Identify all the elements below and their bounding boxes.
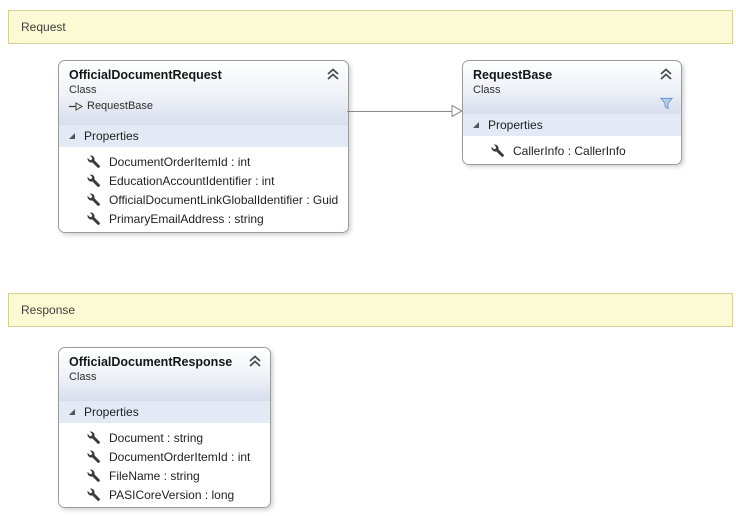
wrench-icon (87, 193, 100, 206)
expander-triangle-icon[interactable] (473, 122, 479, 128)
wrench-icon (87, 431, 100, 444)
section-banner-label: Response (21, 303, 76, 317)
properties-compartment-header[interactable]: Properties (59, 401, 270, 423)
property-row[interactable]: FileName : string (59, 466, 270, 485)
property-row[interactable]: Document : string (59, 428, 270, 447)
property-row[interactable]: EducationAccountIdentifier : int (59, 171, 348, 190)
wrench-icon (87, 450, 100, 463)
class-kind-label: Class (69, 84, 97, 96)
section-banner-response[interactable]: Response (8, 293, 733, 327)
class-title: OfficialDocumentResponse (69, 355, 233, 369)
inheritance-indicator: RequestBase (69, 100, 338, 112)
class-header: OfficialDocumentResponse Class (59, 348, 270, 401)
members-list: DocumentOrderItemId : int EducationAccou… (59, 147, 348, 232)
class-box-request-base[interactable]: RequestBase Class Properties CallerInfo (462, 60, 682, 165)
base-class-name: RequestBase (87, 100, 154, 112)
compartment-label: Properties (488, 118, 543, 132)
property-label: Document : string (109, 430, 204, 445)
class-box-official-document-response[interactable]: OfficialDocumentResponse Class Propertie… (58, 347, 271, 508)
property-label: OfficialDocumentLinkGlobalIdentifier : G… (109, 192, 339, 207)
property-label: CallerInfo : CallerInfo (513, 143, 626, 158)
class-header: OfficialDocumentRequest Class RequestBas… (59, 61, 348, 125)
class-title: OfficialDocumentRequest (69, 68, 222, 82)
wrench-icon (87, 212, 100, 225)
compartment-label: Properties (84, 405, 139, 419)
class-kind-label: Class (69, 371, 97, 383)
wrench-icon (87, 155, 100, 168)
inheritance-arrow-icon (69, 101, 83, 111)
property-row[interactable]: OfficialDocumentLinkGlobalIdentifier : G… (59, 190, 348, 209)
filter-funnel-icon[interactable] (659, 97, 674, 110)
property-row[interactable]: DocumentOrderItemId : int (59, 152, 348, 171)
collapse-chevron-icon[interactable] (326, 67, 340, 80)
wrench-icon (87, 174, 100, 187)
inheritance-connector-line (347, 111, 454, 112)
property-row[interactable]: CallerInfo : CallerInfo (463, 141, 681, 160)
inheritance-arrowhead-icon (451, 104, 463, 118)
expander-triangle-icon[interactable] (69, 133, 75, 139)
members-list: Document : string DocumentOrderItemId : … (59, 423, 270, 507)
property-row[interactable]: DocumentOrderItemId : int (59, 447, 270, 466)
properties-compartment-header[interactable]: Properties (59, 125, 348, 147)
property-label: EducationAccountIdentifier : int (109, 173, 275, 188)
property-label: DocumentOrderItemId : int (109, 449, 251, 464)
expander-triangle-icon[interactable] (69, 409, 75, 415)
properties-compartment-header[interactable]: Properties (463, 114, 681, 136)
property-row[interactable]: PASICoreVersion : long (59, 485, 270, 504)
section-banner-request[interactable]: Request (8, 10, 733, 44)
property-label: PASICoreVersion : long (109, 487, 235, 502)
wrench-icon (491, 144, 504, 157)
property-row[interactable]: PrimaryEmailAddress : string (59, 209, 348, 228)
property-label: FileName : string (109, 468, 200, 483)
class-kind-label: Class (473, 84, 501, 96)
collapse-chevron-icon[interactable] (248, 354, 262, 367)
collapse-chevron-icon[interactable] (659, 67, 673, 80)
section-banner-label: Request (21, 20, 66, 34)
members-list: CallerInfo : CallerInfo (463, 136, 681, 164)
compartment-label: Properties (84, 129, 139, 143)
class-box-official-document-request[interactable]: OfficialDocumentRequest Class RequestBas… (58, 60, 349, 233)
property-label: DocumentOrderItemId : int (109, 154, 251, 169)
class-title: RequestBase (473, 68, 553, 82)
wrench-icon (87, 469, 100, 482)
wrench-icon (87, 488, 100, 501)
class-header: RequestBase Class (463, 61, 681, 114)
property-label: PrimaryEmailAddress : string (109, 211, 264, 226)
